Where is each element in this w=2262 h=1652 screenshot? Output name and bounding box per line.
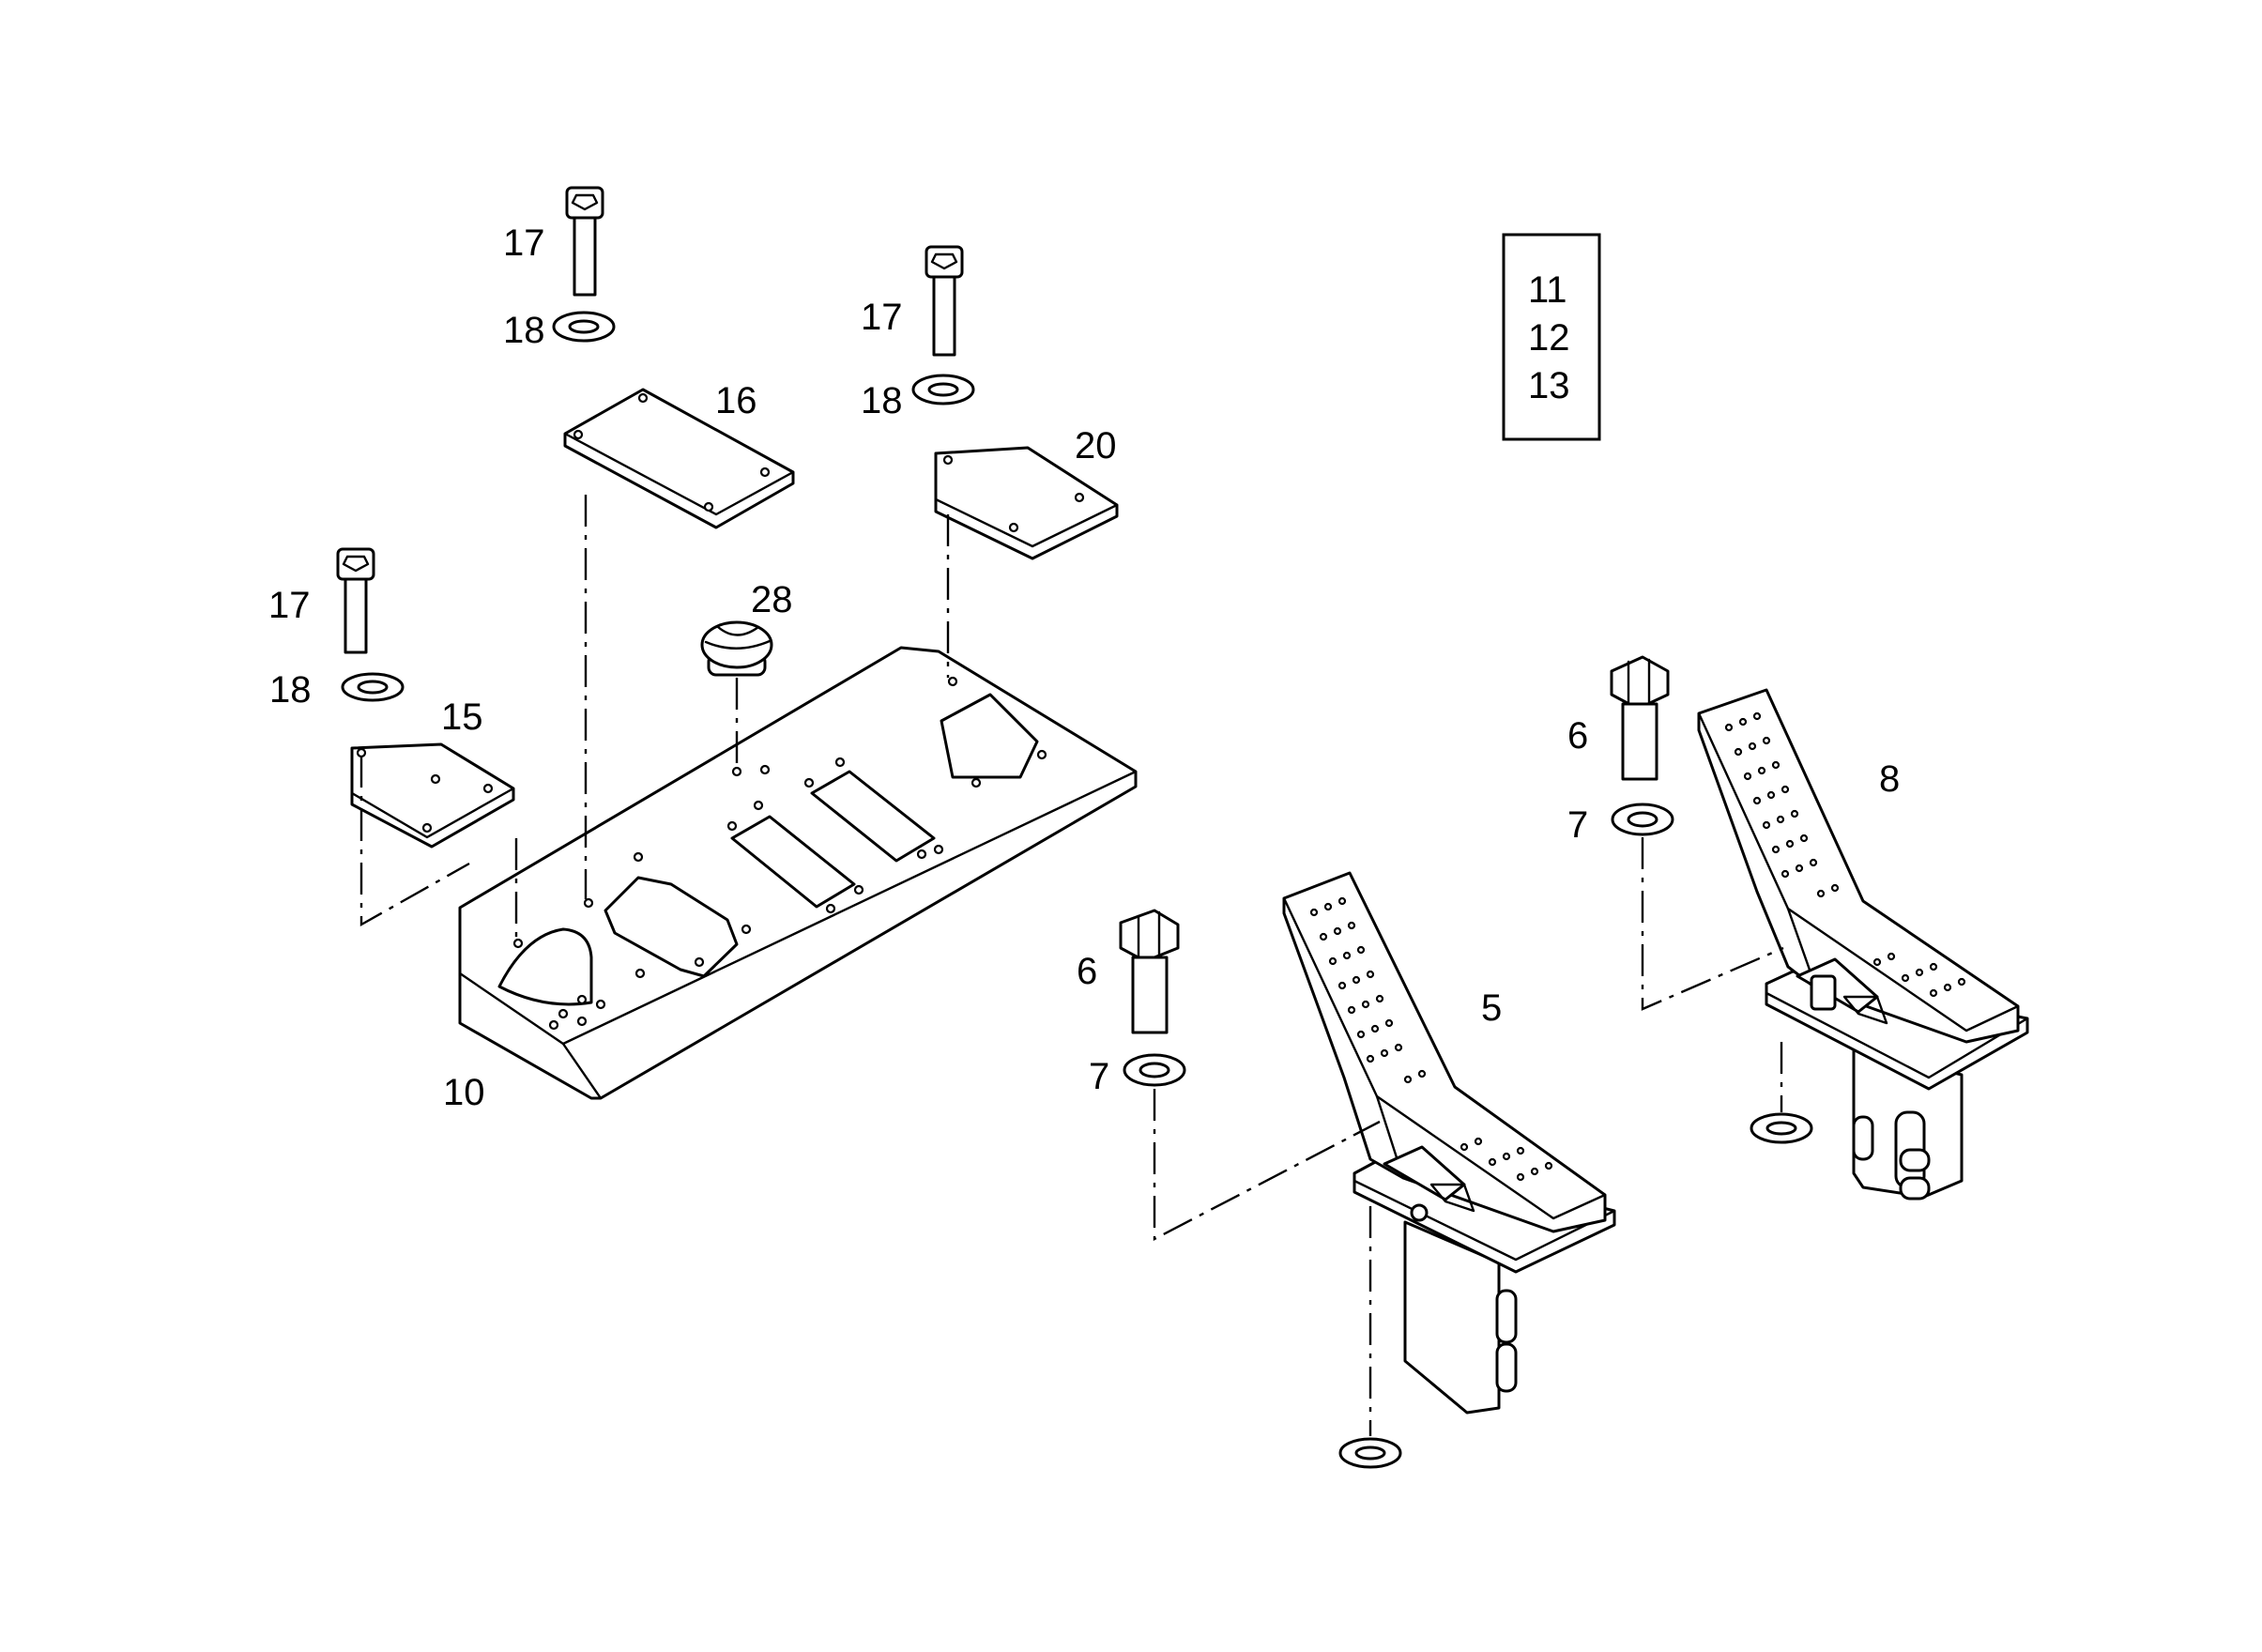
washer-7-right <box>1611 803 1674 836</box>
callout-7-right: 7 <box>1567 804 1588 846</box>
cover-plate-20 <box>934 446 1119 560</box>
callout-28: 28 <box>751 579 793 620</box>
callout-18-left: 18 <box>269 669 312 711</box>
screw-17-right <box>925 245 964 357</box>
plate-holes <box>512 676 1047 1031</box>
d-cutout <box>497 927 593 1006</box>
screw-17-left <box>336 547 375 654</box>
callout-10: 10 <box>443 1072 485 1113</box>
hex-bolt-6-left <box>1119 909 1180 1034</box>
slot-left <box>730 815 856 909</box>
washer-under-pedal-8 <box>1750 1112 1813 1144</box>
pentagon-cutout <box>940 693 1039 779</box>
pedal-5 <box>1282 871 1616 1415</box>
pedal-8 <box>1697 688 2029 1201</box>
callout-16: 16 <box>715 380 757 421</box>
octagonal-cutout <box>604 876 739 978</box>
callout-17-right: 17 <box>861 297 903 338</box>
callout-7-left: 7 <box>1089 1056 1109 1097</box>
reference-legend-box: 11 12 13 <box>1502 233 1601 441</box>
callout-5: 5 <box>1481 987 1502 1029</box>
washer-7-left <box>1123 1053 1186 1087</box>
washer-18-left <box>341 672 405 702</box>
callout-8: 8 <box>1879 758 1900 800</box>
base-plate <box>458 646 1138 1100</box>
assembly-leader-lines <box>359 495 1784 1436</box>
callout-17-left: 17 <box>268 585 311 626</box>
legend-item-11: 11 <box>1528 269 1567 311</box>
callout-6-left: 6 <box>1077 951 1097 992</box>
cover-plate-16 <box>563 388 795 529</box>
callout-labels: 10 15 16 20 28 17 18 17 18 17 18 5 6 7 8… <box>268 222 1900 1113</box>
callout-6-right: 6 <box>1567 715 1588 757</box>
hex-bolt-6-right <box>1610 655 1670 781</box>
pedal-8-tread <box>1724 711 1966 998</box>
callout-17-mid: 17 <box>503 222 545 264</box>
washer-18-right <box>911 374 975 405</box>
washer-18-mid <box>552 311 616 343</box>
legend-item-12: 12 <box>1528 317 1570 359</box>
screw-17-mid <box>565 186 604 297</box>
callout-18-mid: 18 <box>503 310 545 351</box>
pedal-5-tread <box>1309 896 1553 1182</box>
washer-under-pedal-5 <box>1338 1437 1402 1469</box>
cover-plate-15 <box>350 742 515 849</box>
slot-right <box>810 770 936 863</box>
callout-15: 15 <box>441 696 483 738</box>
legend-item-13: 13 <box>1528 365 1570 406</box>
callout-20: 20 <box>1075 425 1117 467</box>
plug-28 <box>700 620 773 677</box>
callout-18-right: 18 <box>861 380 903 421</box>
